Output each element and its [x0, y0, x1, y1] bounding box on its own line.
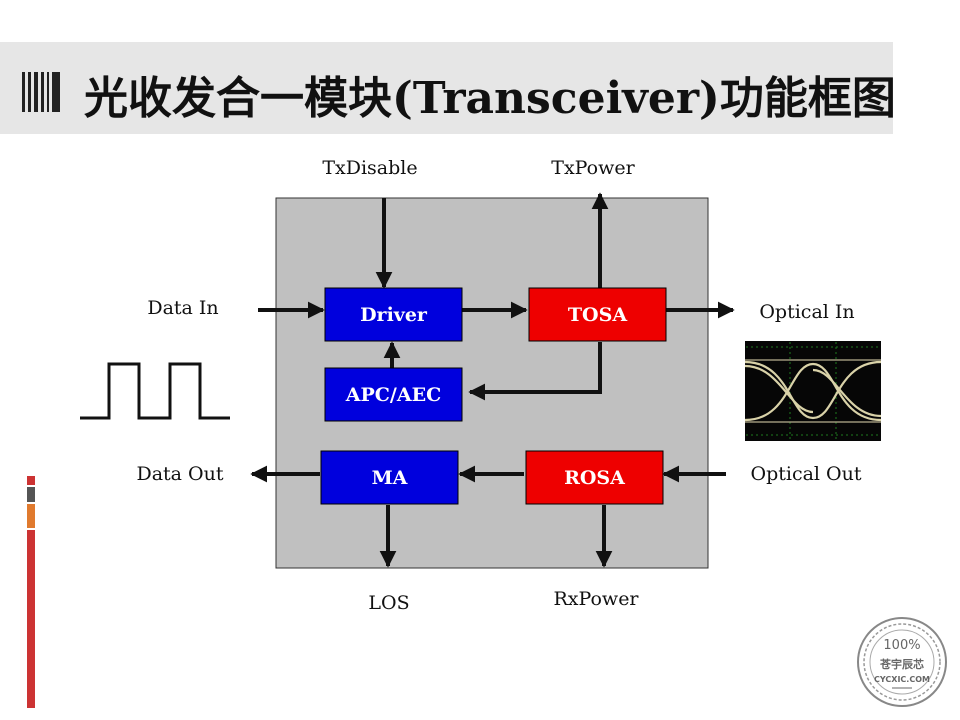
seal-percent: 100%	[883, 638, 920, 653]
title-bar: 光收发合一模块(Transceiver)功能框图	[0, 42, 896, 134]
opticalin-label: Optical In	[759, 301, 854, 323]
txpower-label: TxPower	[551, 157, 635, 179]
los-label: LOS	[368, 592, 409, 614]
driver-label: Driver	[360, 304, 428, 326]
seal-name: 苍宇辰芯	[879, 657, 924, 671]
page-title: 光收发合一模块(Transceiver)功能框图	[84, 73, 896, 124]
apc-aec-label: APC/AEC	[345, 384, 441, 406]
barcode-bars-icon	[22, 72, 60, 112]
dataout-label: Data Out	[136, 463, 223, 485]
rosa-label: ROSA	[564, 467, 625, 489]
ma-label: MA	[372, 467, 408, 489]
tosa-block: TOSA	[528, 287, 667, 342]
rxpower-label: RxPower	[553, 588, 639, 610]
rosa-block: ROSA	[525, 450, 664, 505]
square-wave-icon	[80, 362, 230, 420]
seal-stamp-icon: 100% 苍宇辰芯 CYCXIC.COM	[857, 617, 947, 707]
driver-block: Driver	[324, 287, 463, 342]
ma-block: MA	[320, 450, 459, 505]
seal-domain: CYCXIC.COM	[874, 675, 930, 684]
tosa-label: TOSA	[568, 304, 627, 326]
opticalout-label: Optical Out	[751, 463, 862, 485]
eye-diagram-icon	[744, 341, 882, 441]
datain-label: Data In	[147, 297, 218, 319]
apc-aec-block: APC/AEC	[324, 367, 463, 422]
txdisable-label: TxDisable	[322, 157, 417, 179]
tosa-feedback-line	[468, 342, 602, 401]
